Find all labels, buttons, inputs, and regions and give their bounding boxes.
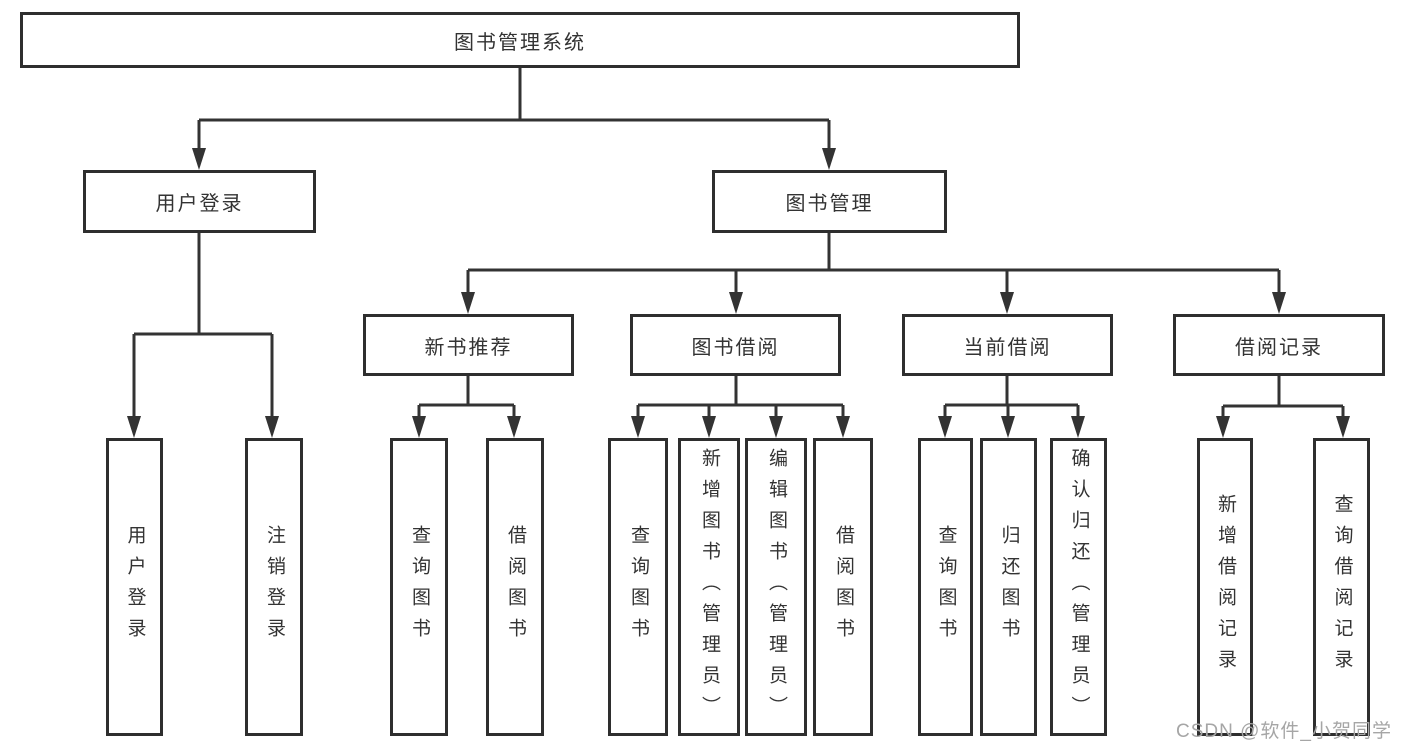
arrowhead-icon	[1272, 292, 1286, 314]
arrowhead-icon	[836, 416, 850, 438]
arrowhead-icon	[127, 416, 141, 438]
node-label: 新书推荐	[424, 336, 513, 359]
arrowhead-icon	[631, 416, 645, 438]
node-label: 借阅图书	[832, 525, 854, 649]
node-label: 当前借阅	[963, 336, 1052, 359]
node-label: 确认归还（管理员）	[1068, 447, 1090, 727]
node-label: 用户登录	[155, 193, 244, 215]
arrowhead-icon	[412, 416, 426, 438]
node-new-book-recommend: 新书推荐	[363, 314, 574, 376]
node-add-borrow-record: 新增借阅记录	[1197, 438, 1253, 736]
arrowhead-icon	[1000, 292, 1014, 314]
node-label: 图书管理	[785, 193, 874, 215]
node-logout-action: 注销登录	[245, 438, 303, 736]
node-label: 编辑图书（管理员）	[765, 447, 787, 727]
arrowhead-icon	[1001, 416, 1015, 438]
arrowhead-icon	[507, 416, 521, 438]
arrowhead-icon	[461, 292, 475, 314]
node-confirm-return-admin: 确认归还（管理员）	[1050, 438, 1107, 736]
arrowhead-icon	[1071, 416, 1085, 438]
csdn-watermark: CSDN @软件_小贺同学	[1176, 721, 1392, 742]
node-book-management: 图书管理	[712, 170, 947, 233]
node-current-borrow: 当前借阅	[902, 314, 1113, 376]
node-borrow-record: 借阅记录	[1173, 314, 1385, 376]
arrowhead-icon	[822, 148, 836, 170]
node-label: 查询图书	[627, 525, 649, 649]
arrowhead-icon	[265, 416, 279, 438]
node-label: 用户登录	[124, 525, 146, 649]
node-label: 借阅记录	[1235, 336, 1323, 359]
node-query-book-2: 查询图书	[608, 438, 668, 736]
node-label: 新增借阅记录	[1214, 494, 1236, 680]
node-label: 图书借阅	[691, 336, 780, 359]
arrowheads	[127, 148, 1350, 438]
node-label: 注销登录	[263, 525, 285, 649]
arrowhead-icon	[192, 148, 206, 170]
node-edit-book-admin: 编辑图书（管理员）	[745, 438, 807, 736]
arrowhead-icon	[729, 292, 743, 314]
node-add-book-admin: 新增图书（管理员）	[678, 438, 740, 736]
node-book-borrow: 图书借阅	[630, 314, 841, 376]
node-root-library-system: 图书管理系统	[20, 12, 1020, 68]
node-user-login-action: 用户登录	[106, 438, 163, 736]
node-label: 图书管理系统	[454, 31, 586, 54]
arrowhead-icon	[769, 416, 783, 438]
node-label: 归还图书	[998, 525, 1020, 649]
node-label: 查询图书	[408, 525, 430, 649]
node-return-book: 归还图书	[980, 438, 1037, 736]
node-label: 查询图书	[935, 525, 957, 649]
node-label: 查询借阅记录	[1331, 494, 1353, 680]
arrowhead-icon	[702, 416, 716, 438]
arrowhead-icon	[1216, 416, 1230, 438]
arrowhead-icon	[938, 416, 952, 438]
arrowhead-icon	[1336, 416, 1350, 438]
node-query-book-3: 查询图书	[918, 438, 973, 736]
node-label: 借阅图书	[504, 525, 526, 649]
node-query-borrow-record: 查询借阅记录	[1313, 438, 1370, 736]
node-label: 新增图书（管理员）	[698, 447, 720, 727]
node-query-book-1: 查询图书	[390, 438, 448, 736]
node-borrow-book-2: 借阅图书	[813, 438, 873, 736]
node-borrow-book-1: 借阅图书	[486, 438, 544, 736]
node-user-login: 用户登录	[83, 170, 316, 233]
